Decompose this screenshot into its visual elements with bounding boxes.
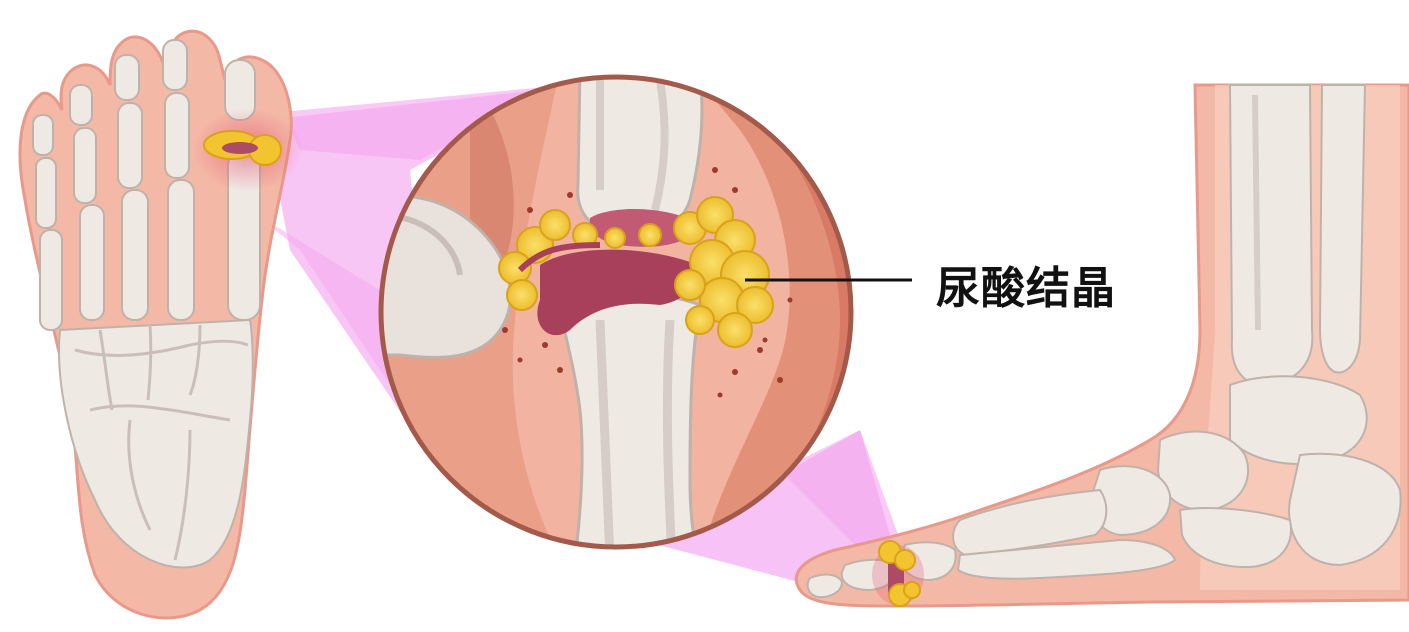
uric-acid-crystal-label: 尿酸结晶 — [936, 252, 1116, 316]
foot-top-view — [20, 31, 303, 618]
